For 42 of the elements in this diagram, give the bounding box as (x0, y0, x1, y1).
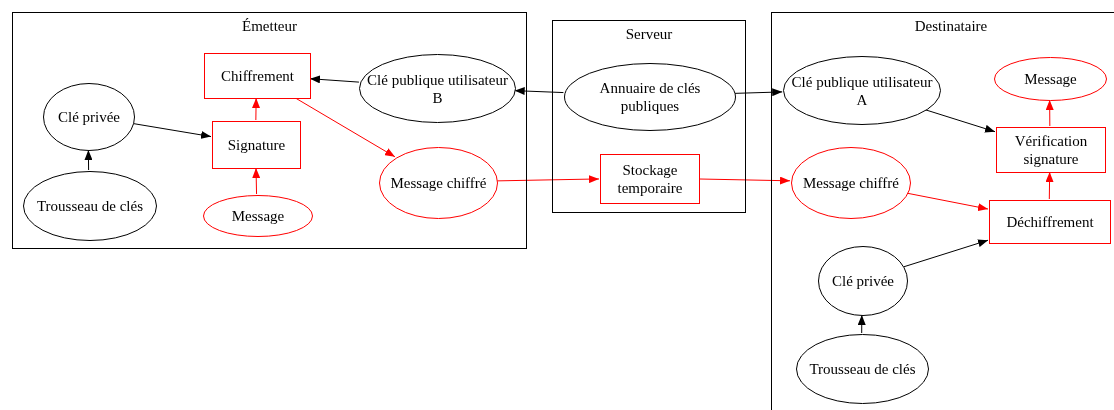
node-label: Message (1024, 70, 1077, 88)
arrow (514, 87, 564, 95)
process-box (989, 200, 1111, 244)
node-label: Clé publique utilisateur B (366, 70, 509, 107)
arrow (903, 239, 989, 268)
node-label: Stockage temporaire (616, 161, 684, 197)
node-label: Chiffrement (220, 67, 294, 85)
node-label: Vérification signature (1013, 132, 1089, 168)
node-label: Message chiffré (390, 174, 487, 192)
group-frame (771, 12, 1114, 410)
process-box (204, 53, 311, 99)
process-box (996, 127, 1106, 173)
group-title: Destinataire (914, 17, 988, 35)
arrow (1045, 99, 1054, 127)
arrow (132, 123, 212, 139)
node-label: Déchiffrement (1006, 213, 1094, 231)
arrow (252, 167, 261, 195)
node-label: Clé privée (831, 272, 895, 290)
node-label: Clé privée (57, 108, 121, 126)
arrow (496, 175, 600, 184)
arrow (252, 97, 260, 121)
arrow (309, 75, 360, 84)
arrow (698, 176, 791, 185)
node-label: Message chiffré (803, 174, 899, 192)
node-label: Trousseau de clés (809, 360, 916, 378)
group-title: Serveur (625, 25, 673, 43)
arrow (924, 109, 996, 133)
group-title: Émetteur (242, 17, 297, 35)
arrow (84, 149, 93, 171)
group-frame (552, 20, 746, 213)
node-label: Signature (227, 136, 286, 154)
arrow (857, 314, 866, 334)
node-label: Clé publique utilisateur A (790, 72, 934, 109)
arrow (906, 192, 989, 212)
node-label: Message (231, 207, 285, 225)
process-box (600, 154, 700, 204)
node-label: Annuaire de clés publiques (598, 79, 702, 115)
group-frame (12, 12, 527, 249)
arrow (1045, 171, 1054, 200)
process-box (212, 121, 301, 169)
node-label: Trousseau de clés (36, 197, 144, 215)
arrow (734, 88, 783, 97)
